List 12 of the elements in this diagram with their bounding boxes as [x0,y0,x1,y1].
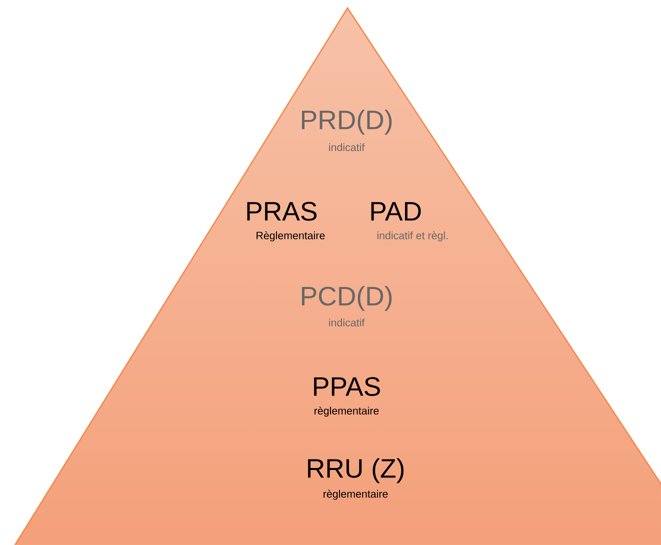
level-note: indicatif [329,143,365,152]
level-heading: PRD(D) [302,110,392,135]
level-heading: RRU (Z) [308,458,404,484]
level-note: indicatif et règl. [377,231,448,242]
level-note: règlementaire [324,490,388,500]
level-note: Règlementaire [256,231,325,242]
level-heading: PAD [371,202,421,221]
level-note: indicatif [329,318,365,326]
level-heading: PPAS [314,377,380,396]
level-heading: PCD(D) [302,286,392,311]
level-note: règlementaire [314,406,379,417]
level-heading: PRAS [247,202,317,221]
